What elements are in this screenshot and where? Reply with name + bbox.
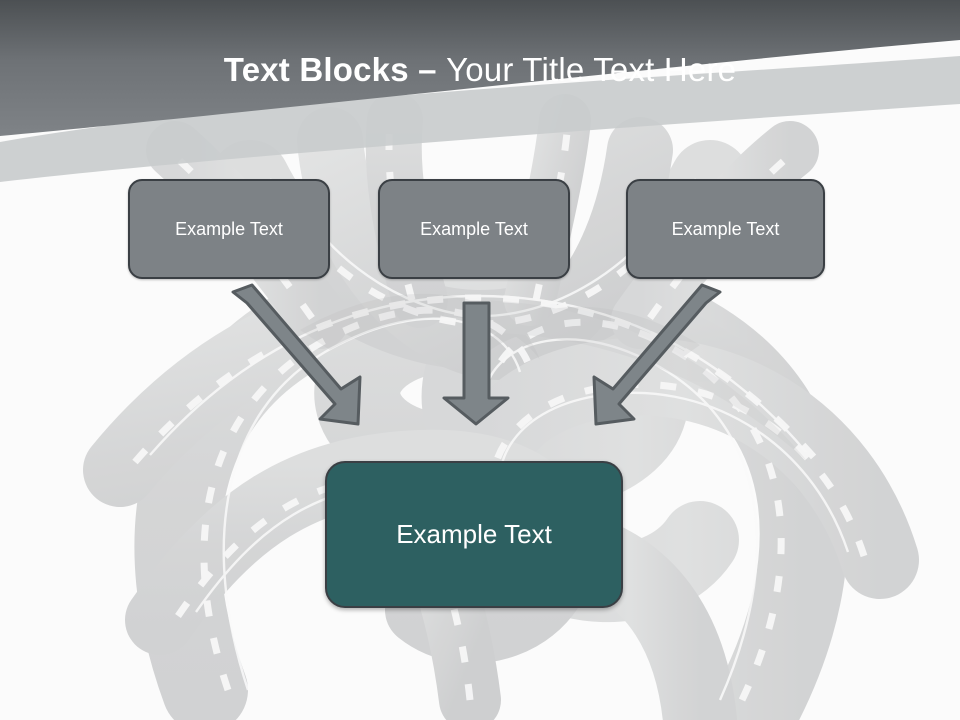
arrow-left-down-right [231,283,362,426]
header-band [0,0,960,182]
page-title: Text Blocks – Your Title Text Here [0,50,960,90]
arrow-right-down-left [592,283,722,426]
top-box-1[interactable]: Example Text [128,179,330,279]
arrow-middle-down [442,301,510,426]
page-title-separator: – [418,51,447,88]
top-box-3[interactable]: Example Text [626,179,825,279]
page-title-light: Your Title Text Here [446,51,737,88]
top-box-1-label: Example Text [175,218,283,239]
result-box[interactable]: Example Text [325,461,623,608]
top-box-2-label: Example Text [420,218,528,239]
page-title-strong: Text Blocks [223,51,419,88]
top-box-3-label: Example Text [671,218,780,239]
result-box-label: Example Text [396,519,552,549]
top-box-2[interactable]: Example Text [378,179,570,279]
